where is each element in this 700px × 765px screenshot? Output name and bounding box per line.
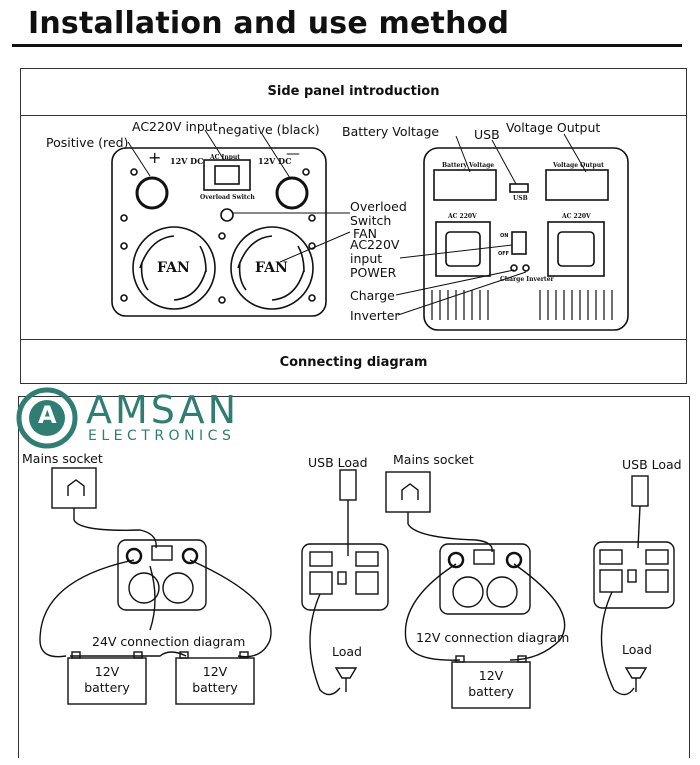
battery-1-right — [451, 661, 531, 709]
lamp-right — [624, 667, 648, 679]
overload-switch — [220, 208, 234, 222]
ac-outlet-left — [435, 221, 491, 277]
ac-input-label: AC220V input — [132, 119, 218, 134]
inverter-ac-right — [593, 541, 675, 609]
battery-1-left-label: 12V battery — [84, 664, 130, 695]
connecting-header: Connecting diagram — [279, 355, 428, 370]
negative-terminal — [275, 176, 309, 210]
usb-printed: USB — [513, 195, 528, 202]
voltage-output-display — [545, 169, 609, 201]
fan-right — [230, 226, 314, 310]
battery-voltage-label: Battery Voltage — [342, 124, 440, 139]
on-printed: ON — [500, 233, 509, 239]
usb-load-right-label: USB Load — [622, 457, 682, 472]
usb-label: USB — [474, 127, 500, 142]
caption-24v: 24V connection diagram — [92, 634, 246, 649]
ac-input-printed: AC Input — [210, 154, 241, 161]
fan-label: FAN — [353, 226, 377, 241]
inverter-ac-left — [301, 543, 389, 611]
fan-left-label: FAN — [157, 260, 190, 276]
connecting-header-row: Connecting diagram — [21, 339, 686, 385]
positive-terminal — [135, 176, 169, 210]
battery-2-left — [175, 657, 255, 705]
mains-socket-left — [51, 467, 97, 509]
lamp-left — [334, 667, 358, 679]
ac-input-power-label: AC220V input POWER — [350, 237, 400, 280]
ac-side-panel — [423, 147, 629, 331]
inverter-dc-right — [439, 543, 531, 615]
fan-right-label: FAN — [255, 260, 288, 276]
inverter-dc-left — [117, 539, 207, 611]
caption-12v: 12V connection diagram — [416, 630, 570, 645]
off-printed: OFF — [498, 251, 510, 257]
battery-1-right-label: 12V battery — [468, 668, 514, 699]
dc-side-panel — [111, 147, 327, 317]
side-panel-header: Side panel introduction — [267, 84, 440, 99]
battery-1-left — [67, 657, 147, 705]
overload-switch-label: Overloed Switch — [350, 199, 407, 228]
load-right-label: Load — [622, 642, 652, 657]
ac-outlet-right — [547, 221, 605, 277]
charge-inverter-printed: Charge Inverter — [500, 276, 554, 283]
dc-left-label: 12V DC — [170, 156, 204, 166]
title-underline — [12, 44, 682, 47]
ac-input-socket — [203, 159, 251, 191]
mains-socket-left-label: Mains socket — [22, 451, 103, 466]
side-panel-drawing — [111, 129, 629, 331]
battery-voltage-printed: Battery Voltage — [442, 162, 495, 169]
voltage-output-label: Voltage Output — [506, 120, 601, 135]
logo-mark — [16, 387, 78, 449]
logo-subtitle: ELECTRONICS — [88, 428, 236, 444]
voltage-output-printed: Voltage Output — [553, 162, 604, 169]
mains-socket-right-label: Mains socket — [393, 452, 474, 467]
power-switch — [511, 231, 527, 255]
page-title: Installation and use method — [28, 6, 510, 41]
plus-sign: + — [148, 148, 162, 167]
side-panel-header-row: Side panel introduction — [21, 69, 686, 116]
battery-voltage-display — [433, 169, 497, 201]
ac220v-left-printed: AC 220V — [448, 213, 477, 220]
dc-right-label: 12V DC — [258, 156, 292, 166]
logo-letter: A — [38, 401, 57, 429]
fan-left — [132, 226, 216, 310]
usb-load-right — [631, 475, 649, 507]
usb-load-left-label: USB Load — [308, 455, 368, 470]
logo-name: AMSAN — [86, 388, 240, 432]
load-left-label: Load — [332, 644, 362, 659]
ac220v-right-printed: AC 220V — [562, 213, 591, 220]
negative-label: negative (black) — [218, 122, 320, 137]
positive-label: Positive (red) — [46, 135, 129, 150]
side-panel-table: Side panel introduction Connecting diagr… — [20, 68, 687, 384]
minus-sign: — — [286, 146, 300, 162]
inverter-label: Inverter — [350, 308, 400, 323]
usb-load-left — [339, 469, 357, 501]
charge-label: Charge — [350, 288, 395, 303]
overload-printed: Overload Switch — [200, 194, 255, 201]
connecting-diagram-box — [18, 396, 690, 758]
usb-port — [509, 183, 529, 193]
battery-2-left-label: 12V battery — [192, 664, 238, 695]
mains-socket-right — [385, 471, 431, 513]
